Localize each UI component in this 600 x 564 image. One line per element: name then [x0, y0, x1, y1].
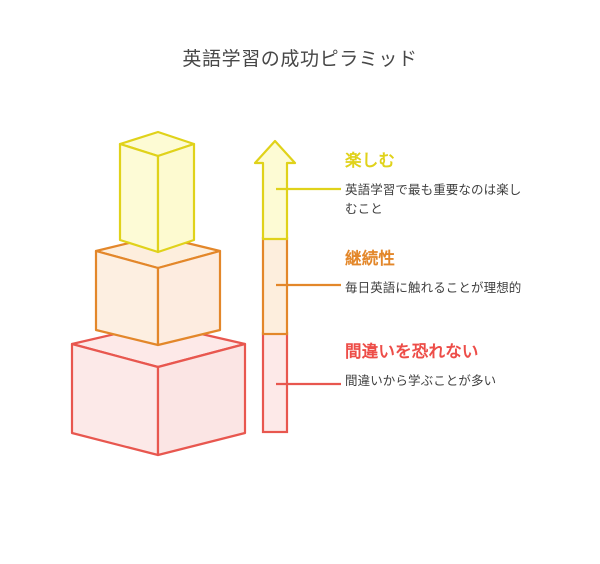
- level-label-middle-heading: 継続性: [345, 250, 396, 268]
- level-label-top-description: 英語学習で最も重要なのは楽しむこと: [345, 182, 522, 217]
- level-label-bottom-heading: 間違いを恐れない: [345, 343, 479, 361]
- progress-arrow: [253, 139, 297, 434]
- level-label-bottom: 間違いを恐れない 間違いから学ぶことが多い: [345, 343, 525, 391]
- pyramid-level-bottom-right-face: [156, 342, 247, 457]
- pyramid-level-top-right-face: [156, 142, 196, 254]
- level-label-middle-description: 毎日英語に触れることが理想的: [345, 280, 522, 295]
- arrow-segment-bottom: [261, 331, 289, 434]
- page-title: 英語学習の成功ピラミッド: [182, 49, 418, 70]
- arrow-segment-top: [253, 139, 297, 241]
- level-label-top: 楽しむ 英語学習で最も重要なのは楽しむこと: [345, 152, 525, 220]
- pyramid-level-middle-left-face: [94, 249, 160, 347]
- level-label-bottom-description: 間違いから学ぶことが多い: [345, 373, 497, 388]
- level-label-middle: 継続性 毎日英語に触れることが理想的: [345, 250, 525, 298]
- level-label-top-heading: 楽しむ: [345, 152, 396, 170]
- pyramid-level-middle-right-face: [156, 249, 222, 347]
- pyramid-level-top[interactable]: [118, 130, 196, 254]
- pyramid-level-top-left-face: [118, 142, 160, 254]
